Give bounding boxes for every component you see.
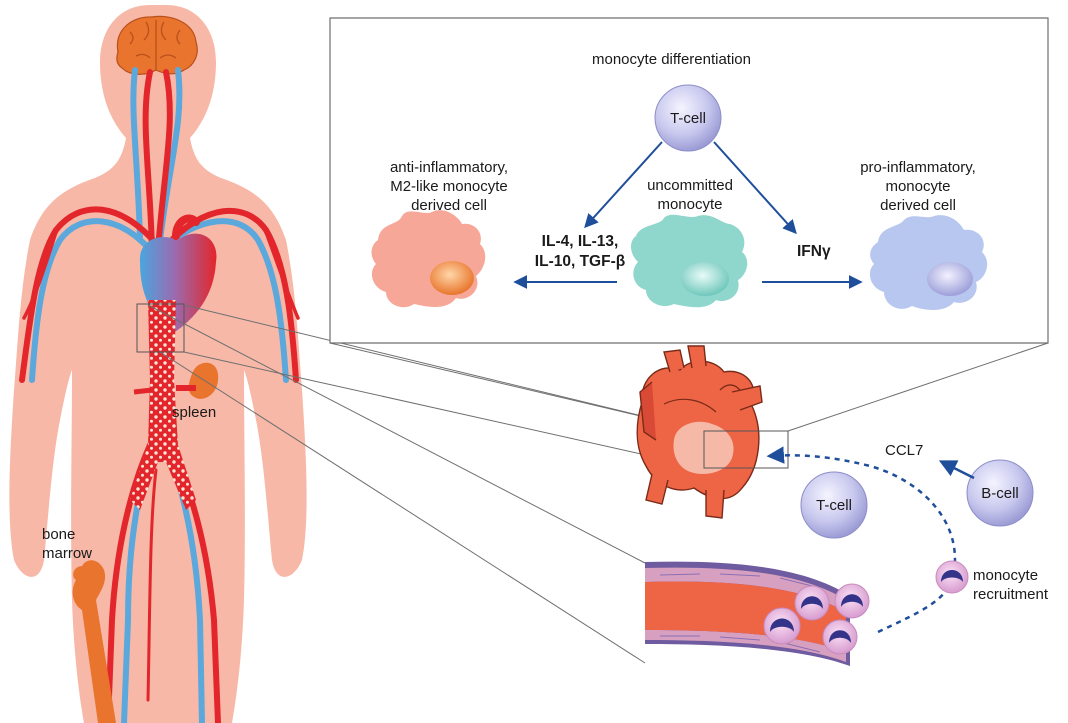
arteries [19, 69, 300, 723]
pro-inflammatory-cell [869, 215, 988, 310]
brain-icon [116, 15, 198, 75]
inset-title: monocyte differentiation [592, 51, 751, 68]
monocyte-recruitment-label: monocyte recruitment [973, 567, 1049, 603]
spleen-organ [188, 362, 219, 399]
m2-monocyte-cell [371, 210, 486, 308]
ccl7-label: CCL7 [885, 442, 924, 459]
bone-marrow-label: bone marrow [42, 526, 93, 562]
recruitment-path [766, 446, 957, 634]
arrow-to-m2 [584, 141, 663, 229]
arrow-to-m1 [713, 141, 797, 235]
b-cell-label: B-cell [981, 485, 1019, 502]
t-cell-bottom-label: T-cell [816, 497, 852, 514]
spleen-label: spleen [172, 404, 217, 421]
m2-cytokines-label: IL-4, IL-13, IL-10, TGF-β [534, 233, 626, 270]
t-cell-bottom [800, 471, 868, 539]
zoom-connector-lines [147, 304, 705, 664]
anti-inflammatory-label: anti-inflammatory, M2-like monocyte deri… [389, 159, 509, 214]
ifn-gamma-label: IFNγ [797, 243, 831, 260]
arrow-b-cell-to-ccl7 [938, 460, 975, 480]
heart-zoom-box [703, 430, 789, 469]
aorta [130, 300, 196, 510]
uncommitted-monocyte-label: uncommitted monocyte [647, 177, 733, 213]
t-cell-top-label: T-cell [670, 110, 706, 127]
uncommitted-monocyte-cell [631, 214, 748, 308]
circulating-monocyte [935, 560, 969, 594]
t-cell-top [654, 84, 722, 152]
femur-bone [72, 560, 116, 723]
b-cell [966, 459, 1034, 527]
vessel-monocytes [763, 583, 870, 655]
human-body [9, 5, 307, 723]
heart-organ [636, 345, 763, 519]
pro-inflammatory-label: pro-inflammatory, monocyte derived cell [860, 159, 976, 214]
